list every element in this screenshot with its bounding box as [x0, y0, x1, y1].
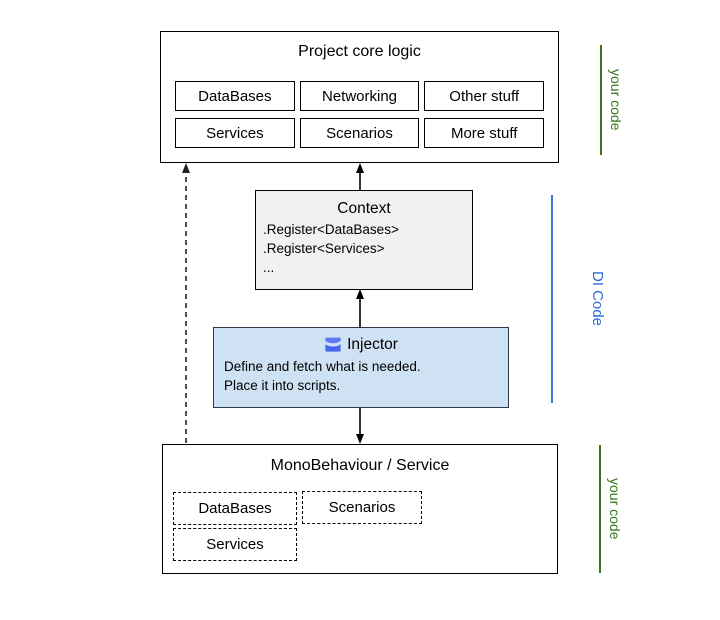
arrow-context-to-core	[356, 163, 364, 190]
di-code-label: DI Code	[589, 271, 606, 327]
module-scenarios: Scenarios	[299, 118, 420, 148]
arrow-injector-to-mono	[356, 408, 364, 444]
your-code-bottom-line	[599, 445, 601, 573]
core-logic-row-2: Services Scenarios More stuff	[175, 118, 545, 148]
module-services: Services	[175, 118, 295, 148]
module-other-stuff: Other stuff	[424, 81, 545, 111]
core-logic-title: Project core logic	[298, 43, 421, 60]
your-code-top-line	[600, 45, 602, 155]
module-more-stuff: More stuff	[424, 118, 545, 148]
injector-line-1: Define and fetch what is needed.	[224, 359, 421, 374]
dashed-arrow-mono-to-core	[182, 163, 190, 443]
mono-module-services: Services	[173, 528, 297, 561]
injector-line-2: Place it into scripts.	[224, 378, 341, 393]
your-code-top-label: your code	[608, 69, 624, 131]
arrow-injector-to-context	[356, 289, 364, 327]
context-register-lines: .Register<DataBases> .Register<Services>…	[256, 218, 472, 277]
context-title: Context	[337, 200, 391, 217]
context-line-ellipsis: ...	[263, 260, 275, 275]
core-logic-modules: DataBases Networking Other stuff Service…	[175, 81, 545, 148]
context-line-register-databases: .Register<DataBases>	[263, 222, 399, 237]
module-databases: DataBases	[175, 81, 295, 111]
core-logic-row-1: DataBases Networking Other stuff	[175, 81, 545, 111]
injector-title-row: Injector	[214, 336, 508, 354]
your-code-bottom-label: your code	[607, 478, 623, 540]
mono-module-databases: DataBases	[173, 492, 297, 525]
injector-logo-icon	[324, 336, 342, 354]
context-box: Context .Register<DataBases> .Register<S…	[255, 190, 473, 290]
core-logic-box: Project core logic DataBases Networking …	[160, 31, 559, 163]
context-line-register-services: .Register<Services>	[263, 241, 385, 256]
module-networking: Networking	[299, 81, 420, 111]
di-code-line	[551, 195, 553, 403]
injector-box: Injector Define and fetch what is needed…	[213, 327, 509, 408]
injector-title: Injector	[347, 336, 398, 353]
mono-module-scenarios: Scenarios	[302, 491, 422, 524]
injector-description: Define and fetch what is needed. Place i…	[214, 354, 508, 395]
monobehaviour-title: MonoBehaviour / Service	[270, 457, 450, 474]
